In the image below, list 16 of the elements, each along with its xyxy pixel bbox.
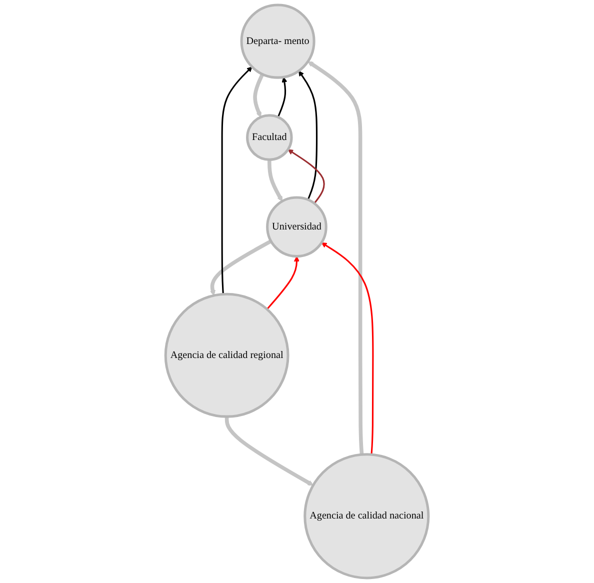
node-circle: Agencia de calidad regional xyxy=(164,292,290,418)
arrow xyxy=(221,66,252,294)
arrow xyxy=(268,160,283,202)
node-circle: Facultad xyxy=(246,114,293,161)
arrow xyxy=(224,416,314,486)
arrow xyxy=(308,61,364,455)
node-circle: Departa- mento xyxy=(240,4,316,79)
arrow xyxy=(288,149,325,204)
node-circle: Universidad xyxy=(266,196,328,258)
node-circle: Agencia de calidad nacional xyxy=(304,453,430,580)
arrow xyxy=(210,239,272,296)
arrow xyxy=(298,70,318,200)
arrow xyxy=(253,73,264,118)
arrow xyxy=(277,76,288,118)
arrow xyxy=(321,242,374,455)
arrow xyxy=(266,256,300,310)
